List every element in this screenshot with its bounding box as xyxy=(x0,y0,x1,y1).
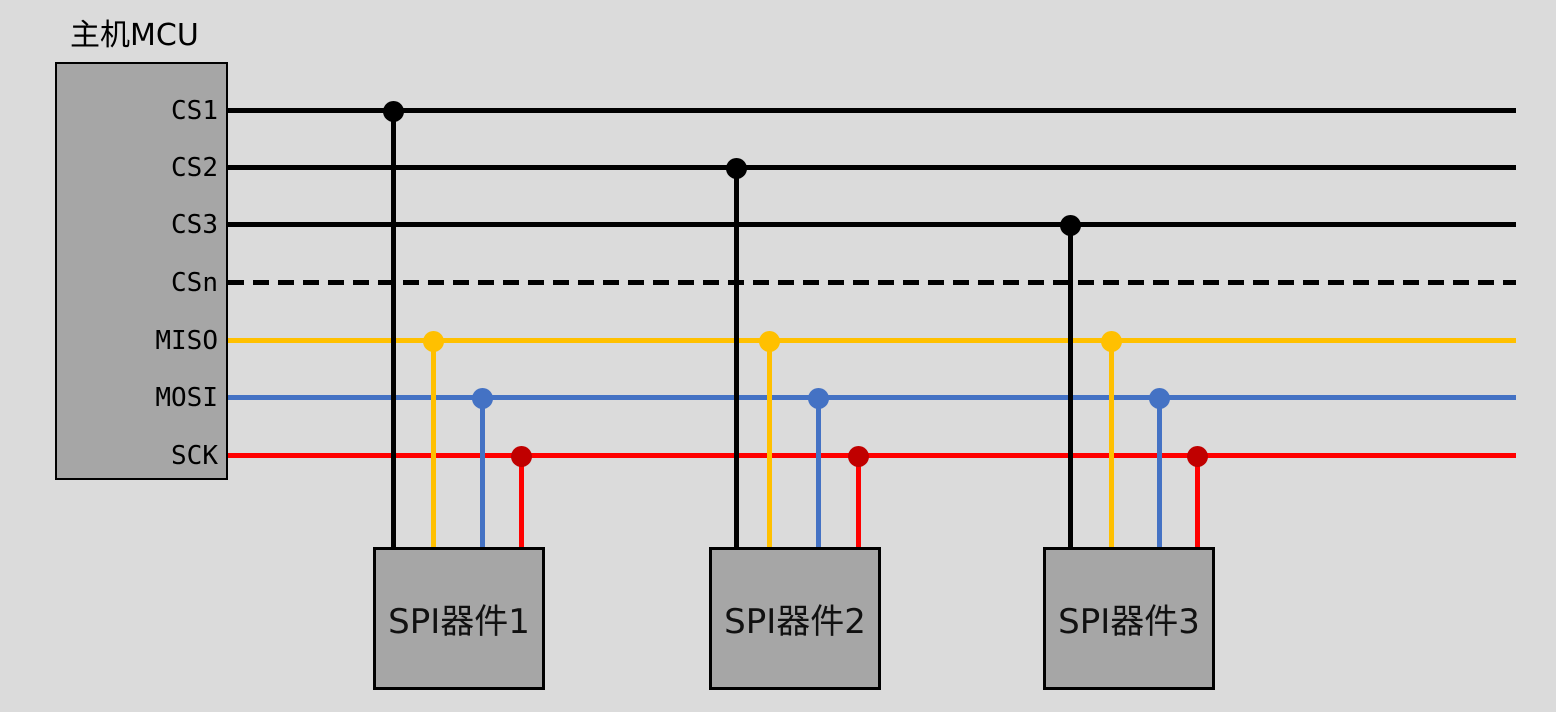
junction-dot-cs1-dev1 xyxy=(383,101,404,122)
junction-dot-cs2-dev2 xyxy=(726,158,747,179)
junction-dot-sck-dev1 xyxy=(511,446,532,467)
junction-dot-mosi-dev1 xyxy=(472,388,493,409)
signal-line-csn-dashed xyxy=(228,280,1516,285)
device-label-1: SPI器件1 xyxy=(388,602,530,642)
signal-line-cs3 xyxy=(228,222,1516,227)
branch-line-mosi-dev3 xyxy=(1157,398,1162,548)
junction-dot-miso-dev1 xyxy=(423,331,444,352)
pin-label-mosi: MOSI xyxy=(155,383,218,413)
junction-dot-mosi-dev2 xyxy=(808,388,829,409)
branch-line-mosi-dev2 xyxy=(816,398,821,548)
pin-label-cs3: CS3 xyxy=(171,210,218,240)
device-box-3: SPI器件3 xyxy=(1043,547,1215,690)
junction-dot-miso-dev3 xyxy=(1101,331,1122,352)
device-label-3: SPI器件3 xyxy=(1058,602,1200,642)
device-box-2: SPI器件2 xyxy=(709,547,881,690)
pin-label-cs1: CS1 xyxy=(171,96,218,126)
branch-line-miso-dev1 xyxy=(431,341,436,548)
mcu-title: 主机MCU xyxy=(70,18,199,53)
signal-line-cs1 xyxy=(228,108,1516,113)
pin-label-miso: MISO xyxy=(155,326,218,356)
signal-line-sck xyxy=(228,453,1516,458)
pin-label-cs2: CS2 xyxy=(171,153,218,183)
junction-dot-mosi-dev3 xyxy=(1149,388,1170,409)
branch-line-sck-dev1 xyxy=(519,456,524,548)
branch-line-mosi-dev1 xyxy=(480,398,485,548)
signal-line-miso xyxy=(228,338,1516,343)
branch-line-miso-dev3 xyxy=(1109,341,1114,548)
junction-dot-cs3-dev3 xyxy=(1060,215,1081,236)
signal-line-cs2 xyxy=(228,165,1516,170)
branch-line-sck-dev2 xyxy=(856,456,861,548)
junction-dot-sck-dev3 xyxy=(1187,446,1208,467)
signal-line-mosi xyxy=(228,395,1516,400)
branch-line-miso-dev2 xyxy=(767,341,772,548)
device-label-2: SPI器件2 xyxy=(724,602,866,642)
branch-line-cs1-dev1 xyxy=(391,111,396,548)
branch-line-cs3-dev3 xyxy=(1068,225,1073,548)
branch-line-cs2-dev2 xyxy=(734,168,739,548)
junction-dot-miso-dev2 xyxy=(759,331,780,352)
pin-label-csn: CSn xyxy=(171,268,218,298)
device-box-1: SPI器件1 xyxy=(373,547,545,690)
junction-dot-sck-dev2 xyxy=(848,446,869,467)
branch-line-sck-dev3 xyxy=(1195,456,1200,548)
pin-label-sck: SCK xyxy=(171,441,218,471)
mcu-box xyxy=(55,62,228,480)
